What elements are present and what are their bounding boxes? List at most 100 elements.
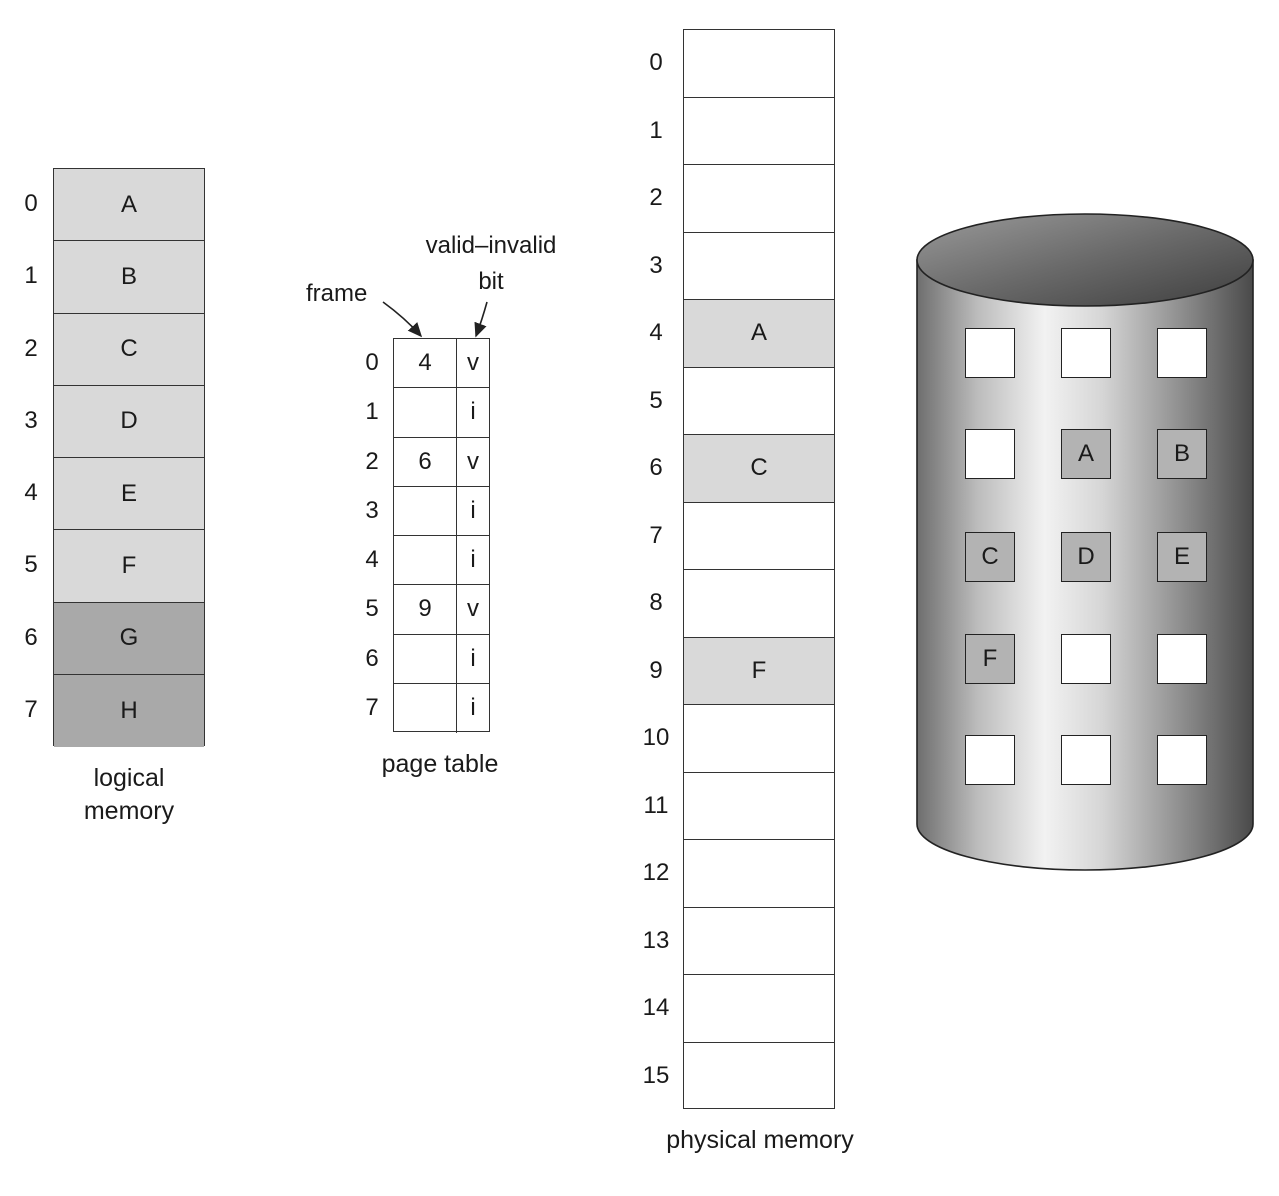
page-table-row: i (394, 683, 489, 733)
disk-block (1157, 735, 1207, 785)
disk-block: A (1061, 429, 1111, 479)
logical-page: H (54, 674, 204, 747)
physical-frame (684, 233, 834, 300)
page-table-frame (394, 536, 457, 585)
logical-page-index: 1 (24, 262, 38, 290)
disk-block (1157, 634, 1207, 684)
page-table-row: i (394, 536, 489, 586)
physical-frame-index: 3 (649, 251, 663, 279)
physical-frame-index: 5 (649, 386, 663, 414)
disk-block (1061, 735, 1111, 785)
page-table-valid-bit: i (470, 546, 476, 574)
disk-block: E (1157, 532, 1207, 582)
page-table-row: i (394, 388, 489, 438)
page-table-row: i (394, 486, 489, 536)
physical-frame: F (684, 637, 834, 705)
page-table-valid-bit: i (470, 496, 476, 524)
page-table-valid-bit: i (470, 644, 476, 672)
physical-frame-index: 12 (642, 859, 670, 886)
logical-page: G (54, 602, 204, 675)
page-table-valid-bit: i (470, 694, 476, 722)
frame-arrow (382, 301, 423, 338)
page-table-valid-bit: v (467, 447, 479, 475)
logical-page-index: 7 (24, 695, 38, 723)
physical-frame: C (684, 435, 834, 503)
physical-frame (684, 1043, 834, 1111)
page-table-valid-bit: v (467, 349, 479, 377)
page-table-index: 5 (365, 595, 379, 623)
logical-page-index: 5 (24, 551, 38, 579)
disk-block (1157, 328, 1207, 378)
disk-block (965, 328, 1015, 378)
physical-frame (684, 705, 834, 773)
physical-frame (684, 30, 834, 98)
page-table-valid-bit: i (470, 398, 476, 426)
physical-frame (684, 98, 834, 165)
page-table-frame (394, 634, 457, 683)
disk-block: B (1157, 429, 1207, 479)
disk-block: C (965, 532, 1015, 582)
physical-frame-index: 4 (649, 319, 663, 346)
page-table-caption: page table (381, 750, 499, 778)
bit-arrow (474, 301, 488, 338)
logical-page: A (54, 169, 204, 242)
physical-frame-index: 8 (649, 589, 663, 616)
page-table-frame (394, 388, 457, 437)
page-table-index: 3 (365, 496, 379, 524)
physical-frame (684, 368, 834, 435)
logical-page: C (54, 313, 204, 386)
disk-block: F (965, 634, 1015, 684)
physical-frame (684, 773, 834, 840)
logical-page: F (54, 530, 204, 603)
physical-frame-index: 13 (642, 926, 670, 954)
disk-top (916, 213, 1254, 307)
page-table-index: 1 (365, 398, 379, 426)
disk-block (1061, 634, 1111, 684)
physical-frame-index: 10 (642, 724, 670, 751)
physical-memory-caption: physical memory (666, 1126, 854, 1154)
physical-frame-index: 11 (643, 791, 669, 819)
physical-frame-index: 14 (642, 994, 670, 1021)
page-table-frame (394, 486, 457, 535)
logical-memory-caption: logical memory (83, 764, 175, 825)
page-table-index: 0 (365, 349, 379, 376)
page-table-frame: 9 (394, 585, 457, 634)
page-table-index: 7 (365, 693, 379, 721)
physical-frame (684, 570, 834, 638)
disk-block (965, 735, 1015, 785)
physical-frame (684, 975, 834, 1043)
physical-frame: A (684, 300, 834, 368)
disk-block (1061, 328, 1111, 378)
bit-label: bit (478, 268, 504, 295)
page-table-index: 2 (365, 447, 379, 475)
page-table-index: 6 (365, 644, 379, 672)
physical-frame-index: 15 (642, 1061, 670, 1089)
disk-block: D (1061, 532, 1111, 582)
physical-frame-index: 9 (649, 656, 663, 684)
physical-frame-index: 1 (649, 116, 663, 144)
page-table-frame: 4 (394, 339, 457, 388)
logical-page-index: 4 (24, 479, 38, 506)
logical-page: D (54, 385, 204, 458)
logical-page: B (54, 241, 204, 314)
disk-block (965, 429, 1015, 479)
page-table-valid-bit: v (467, 595, 479, 623)
physical-frame-index: 0 (649, 49, 663, 76)
physical-frame (684, 503, 834, 570)
page-table-frame (394, 683, 457, 733)
frame-label: frame (306, 280, 368, 307)
physical-frame-index: 2 (649, 184, 663, 211)
logical-page-index: 2 (24, 334, 38, 362)
logical-page-index: 0 (24, 190, 38, 217)
physical-frame (684, 165, 834, 233)
logical-page-index: 6 (24, 623, 38, 651)
logical-page: E (54, 458, 204, 531)
